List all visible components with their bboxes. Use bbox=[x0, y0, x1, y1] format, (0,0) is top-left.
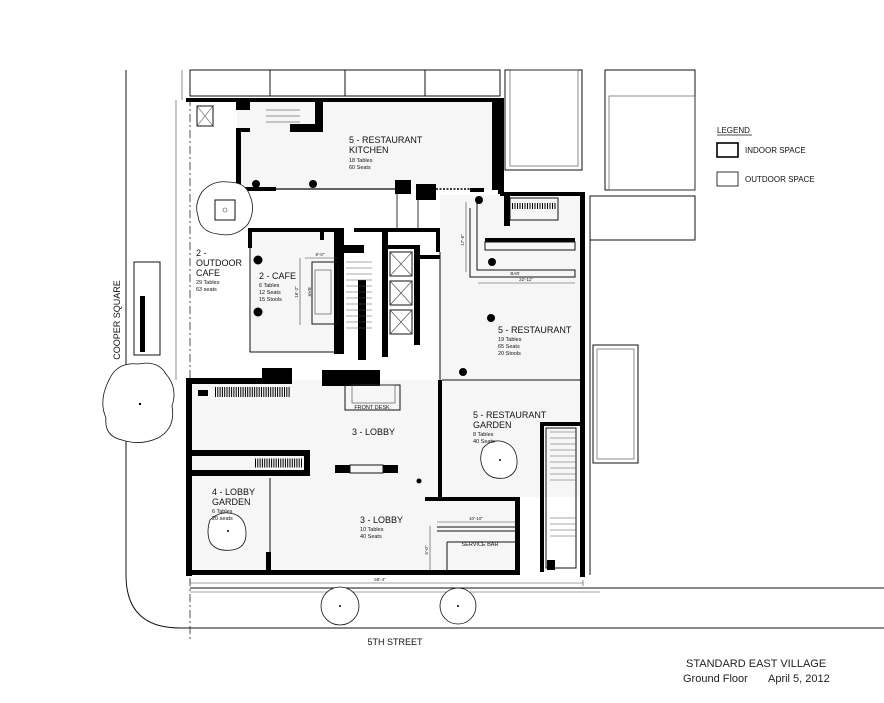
svg-text:3 - LOBBY: 3 - LOBBY bbox=[360, 515, 403, 525]
svg-text:20 seats: 20 seats bbox=[212, 516, 233, 522]
svg-text:40 Seats: 40 Seats bbox=[360, 534, 382, 540]
service-bar-label: SERVICE BAR bbox=[462, 542, 499, 548]
svg-text:20 Stools: 20 Stools bbox=[498, 351, 521, 357]
legend-swatch-outdoor bbox=[716, 171, 739, 187]
east-stair bbox=[540, 422, 580, 572]
room-cafe: 2 - CAFE 6 Tables 12 Seats 15 Stools bbox=[259, 271, 296, 303]
svg-text:2 - CAFE: 2 - CAFE bbox=[259, 271, 296, 281]
tree-icon bbox=[207, 512, 247, 551]
legend: LEGEND INDOOR SPACE OUTDOOR SPACE bbox=[716, 126, 815, 187]
sheet-name: Ground Floor bbox=[683, 673, 748, 685]
svg-text:6 Tables: 6 Tables bbox=[259, 283, 280, 289]
tree-icon bbox=[102, 362, 175, 443]
svg-text:KITCHEN: KITCHEN bbox=[349, 145, 389, 155]
svg-text:40 Seats: 40 Seats bbox=[473, 439, 495, 445]
street-label-west: COOPER SQUARE bbox=[112, 280, 122, 360]
svg-text:GARDEN: GARDEN bbox=[473, 420, 512, 430]
title-block: STANDARD EAST VILLAGE Ground Floor April… bbox=[683, 658, 830, 685]
dim-restaurant-bar-length: 22'-11" bbox=[519, 277, 533, 282]
room-kitchen: 5 - RESTAURANT KITCHEN 18 Tables 60 Seat… bbox=[349, 135, 423, 171]
room-lobby-lower: 3 - LOBBY 10 Tables 40 Seats bbox=[360, 515, 403, 540]
trees bbox=[102, 181, 518, 626]
svg-text:65 Seats: 65 Seats bbox=[498, 344, 520, 350]
room-outdoor-cafe: 2 - OUTDOOR CAFE 29 Tables 63 seats bbox=[196, 248, 242, 293]
neighbor-buildings bbox=[189, 69, 696, 575]
legend-label-indoor: INDOOR SPACE bbox=[745, 146, 806, 155]
svg-text:10 Tables: 10 Tables bbox=[360, 527, 384, 533]
sidewalk-kiosk bbox=[133, 261, 161, 356]
street-label-south: 5TH STREET bbox=[367, 637, 423, 647]
dim-cafe-bar-length: 16'-2" bbox=[294, 286, 299, 298]
svg-text:5 - RESTAURANT: 5 - RESTAURANT bbox=[349, 135, 423, 145]
restaurant-bar-label: BAR bbox=[510, 271, 520, 276]
svg-text:12 Seats: 12 Seats bbox=[259, 290, 281, 296]
room-restaurant: 5 - RESTAURANT 19 Tables 65 Seats 20 Sto… bbox=[498, 325, 572, 357]
dim-service-bar-depth: 5'-0" bbox=[424, 545, 429, 554]
room-restaurant-garden: 5 - RESTAURANT GARDEN 8 Tables 40 Seats bbox=[473, 410, 547, 445]
central-stair bbox=[346, 261, 372, 329]
room-lobby-upper: 3 - LOBBY bbox=[352, 427, 395, 437]
tree-icon bbox=[480, 440, 518, 479]
svg-text:6 Tables: 6 Tables bbox=[212, 509, 233, 515]
svg-text:15 Stools: 15 Stools bbox=[259, 297, 282, 303]
front-desk-label: FRONT DESK bbox=[354, 405, 390, 411]
columns bbox=[252, 180, 496, 484]
svg-text:2 -: 2 - bbox=[196, 248, 207, 258]
room-lobby-garden: 4 - LOBBY GARDEN 6 Tables 20 seats bbox=[212, 487, 255, 522]
svg-text:8 Tables: 8 Tables bbox=[473, 432, 494, 438]
dimension-lines bbox=[189, 202, 584, 586]
elevators bbox=[389, 251, 413, 335]
svg-text:19 Tables: 19 Tables bbox=[498, 337, 522, 343]
project-title: STANDARD EAST VILLAGE bbox=[686, 658, 826, 670]
svg-text:63 seats: 63 seats bbox=[196, 287, 217, 293]
dim-service-bar-length: 10'-10" bbox=[469, 516, 483, 521]
svg-text:5 - RESTAURANT: 5 - RESTAURANT bbox=[473, 410, 547, 420]
svg-text:OUTDOOR: OUTDOOR bbox=[196, 258, 242, 268]
svg-text:5 - RESTAURANT: 5 - RESTAURANT bbox=[498, 325, 572, 335]
sheet-date: April 5, 2012 bbox=[768, 673, 830, 685]
legend-label-outdoor: OUTDOOR SPACE bbox=[745, 175, 815, 184]
legend-title: LEGEND bbox=[717, 126, 750, 135]
legend-swatch-indoor bbox=[716, 142, 739, 158]
svg-text:CAFE: CAFE bbox=[196, 268, 220, 278]
svg-text:GARDEN: GARDEN bbox=[212, 497, 251, 507]
dim-restaurant-bar-depth: 17'-6" bbox=[460, 234, 465, 246]
walls bbox=[186, 98, 585, 577]
svg-text:60 Seats: 60 Seats bbox=[349, 165, 371, 171]
dim-cafe-bar-width: 8'-0" bbox=[316, 252, 325, 257]
cafe-bar-label: BAR bbox=[307, 287, 312, 297]
svg-text:29 Tables: 29 Tables bbox=[196, 280, 220, 286]
dim-frontage: 58'-4" bbox=[374, 577, 386, 582]
svg-text:18 Tables: 18 Tables bbox=[349, 158, 373, 164]
svg-text:4 - LOBBY: 4 - LOBBY bbox=[212, 487, 255, 497]
